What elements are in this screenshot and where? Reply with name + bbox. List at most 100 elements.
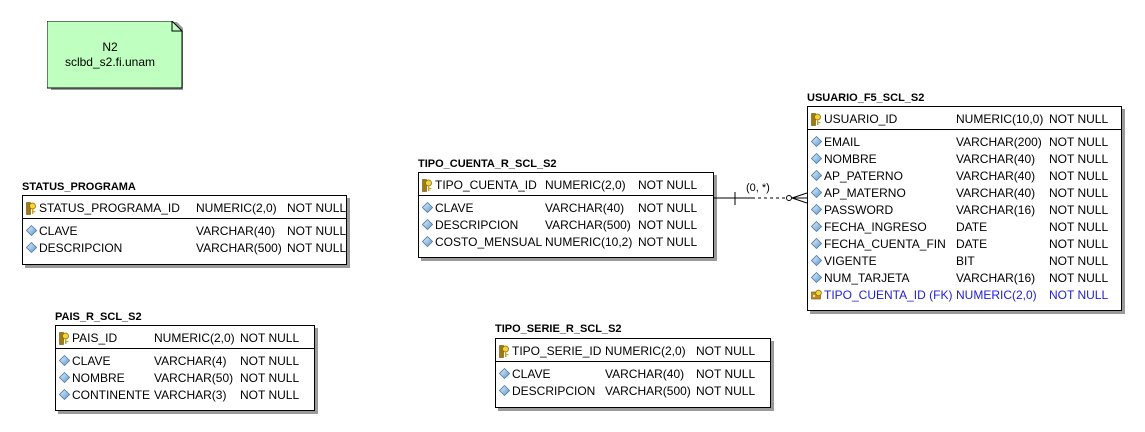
column-nullability: NOT NULL: [1049, 219, 1109, 234]
column-name: VIGENTE: [824, 253, 877, 268]
diagram-note[interactable]: N2 sclbd_s2.fi.unam: [47, 21, 185, 92]
primary-key-icon: [496, 344, 512, 358]
attribute-diamond-icon: [808, 237, 824, 251]
column-name: TIPO_CUENTA_ID (FK): [824, 287, 953, 302]
note-line-1: N2: [102, 40, 118, 54]
column-row[interactable]: VIGENTE BIT NOT NULL: [808, 252, 1121, 269]
attribute-diamond-icon: [419, 201, 435, 215]
column-name: AP_MATERNO: [824, 185, 906, 200]
column-nullability: NOT NULL: [696, 343, 756, 358]
attribute-diamond-icon: [808, 169, 824, 183]
column-nullability: NOT NULL: [240, 330, 300, 345]
attribute-diamond-icon: [496, 367, 512, 381]
note-text: N2 sclbd_s2.fi.unam: [47, 40, 173, 70]
attribute-diamond-icon: [808, 220, 824, 234]
column-nullability: NOT NULL: [1049, 253, 1109, 268]
crow-foot-upper: [791, 192, 808, 199]
column-type: VARCHAR(40): [956, 185, 1036, 200]
attribute-diamond-icon: [808, 152, 824, 166]
column-name: TIPO_CUENTA_ID: [435, 177, 537, 192]
column-type: VARCHAR(40): [545, 200, 625, 215]
cardinality-label: (0, *): [746, 182, 770, 194]
primary-key-icon: [419, 178, 435, 192]
column-name: FECHA_CUENTA_FIN: [824, 236, 946, 251]
column-row[interactable]: DESCRIPCION VARCHAR(500) NOT NULL: [23, 239, 346, 256]
attribute-diamond-icon: [56, 371, 72, 385]
foreign-key-icon: [808, 288, 824, 302]
column-type: VARCHAR(500): [605, 383, 691, 398]
column-type: NUMERIC(2,0): [605, 343, 686, 358]
column-nullability: NOT NULL: [1049, 236, 1109, 251]
column-nullability: NOT NULL: [287, 240, 347, 255]
column-type: VARCHAR(40): [196, 223, 276, 238]
column-row[interactable]: FECHA_CUENTA_FIN DATE NOT NULL: [808, 235, 1121, 252]
column-nullability: NOT NULL: [1049, 270, 1109, 285]
column-name: CONTINENTE: [72, 387, 150, 402]
column-type: BIT: [956, 253, 975, 268]
column-row[interactable]: PASSWORD VARCHAR(16) NOT NULL: [808, 201, 1121, 218]
column-nullability: NOT NULL: [1049, 202, 1109, 217]
column-type: VARCHAR(40): [956, 151, 1036, 166]
column-name: EMAIL: [824, 134, 861, 149]
column-type: VARCHAR(40): [956, 168, 1036, 183]
table-title-tipo-serie: TIPO_SERIE_R_SCL_S2: [495, 323, 622, 335]
attribute-diamond-icon: [808, 271, 824, 285]
column-name: DESCRIPCION: [39, 240, 123, 255]
column-nullability: NOT NULL: [1049, 111, 1109, 126]
column-row[interactable]: NOMBRE VARCHAR(40) NOT NULL: [808, 150, 1121, 167]
column-nullability: NOT NULL: [240, 353, 300, 368]
column-name: DESCRIPCION: [435, 217, 519, 232]
column-type: DATE: [956, 236, 988, 251]
column-type: VARCHAR(500): [196, 240, 282, 255]
column-type: VARCHAR(50): [154, 370, 234, 385]
table-title-pais: PAIS_R_SCL_S2: [55, 311, 142, 323]
column-nullability: NOT NULL: [1049, 151, 1109, 166]
column-name: PASSWORD: [824, 202, 894, 217]
column-name: USUARIO_ID: [824, 111, 898, 126]
column-nullability: NOT NULL: [638, 217, 698, 232]
fk-column-row[interactable]: TIPO_CUENTA_ID (FK)NUMERIC(2,0)NOT NULL: [808, 286, 1121, 303]
column-name: TIPO_SERIE_ID: [512, 343, 602, 358]
column-name: STATUS_PROGRAMA_ID: [39, 200, 180, 215]
column-type: NUMERIC(2,0): [956, 287, 1037, 302]
column-row[interactable]: CLAVE VARCHAR(40) NOT NULL: [419, 199, 713, 216]
optional-circle: [786, 195, 792, 201]
column-nullability: NOT NULL: [638, 200, 698, 215]
column-name: NOMBRE: [824, 151, 877, 166]
column-type: VARCHAR(16): [956, 202, 1036, 217]
note-line-2: sclbd_s2.fi.unam: [64, 55, 156, 69]
attribute-diamond-icon: [56, 388, 72, 402]
column-name: CLAVE: [435, 200, 474, 215]
primary-key-icon: [808, 112, 824, 126]
